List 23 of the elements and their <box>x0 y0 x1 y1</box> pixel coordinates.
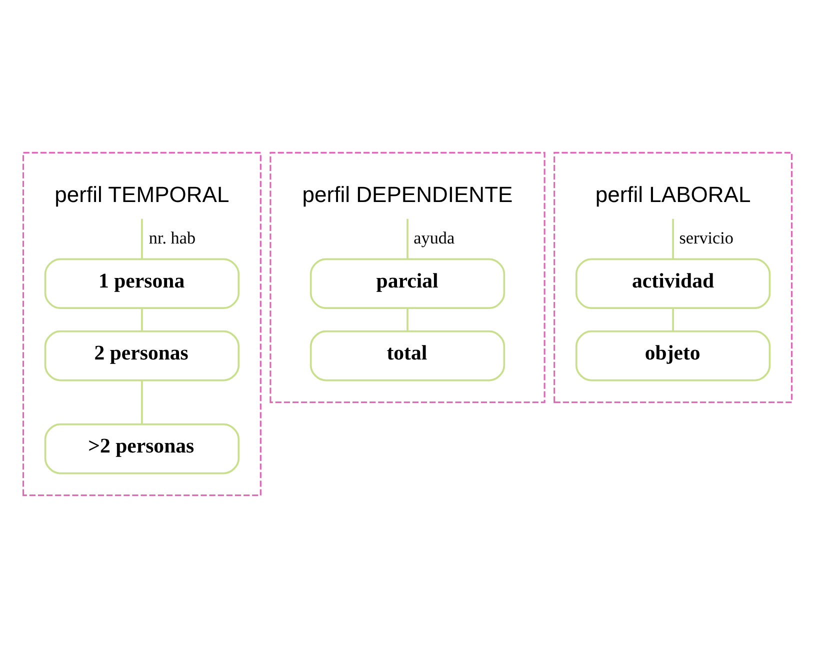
connector <box>141 218 143 258</box>
node-box: actividad <box>575 258 771 308</box>
node-box: 2 personas <box>44 330 240 381</box>
edge-label: ayuda <box>414 228 455 247</box>
edge-label: nr. hab <box>148 228 196 247</box>
connector <box>672 308 674 330</box>
connector <box>141 308 143 330</box>
edge-label: servicio <box>679 228 734 247</box>
node-box: >2 personas <box>44 422 240 474</box>
connector <box>406 308 408 330</box>
cluster <box>270 151 546 403</box>
node-box: objeto <box>575 330 771 381</box>
node-text: perfil TEMPORAL <box>54 182 230 207</box>
node-text: perfil LABORAL <box>595 182 751 207</box>
connector <box>406 218 408 258</box>
connector <box>672 218 674 258</box>
node-box: 1 persona <box>44 258 240 308</box>
node-box: total <box>310 330 506 381</box>
node-text: perfil DEPENDIENTE <box>302 182 513 207</box>
cluster <box>22 151 262 496</box>
cluster <box>554 151 793 403</box>
node-box: parcial <box>310 258 506 308</box>
connector <box>141 380 143 424</box>
